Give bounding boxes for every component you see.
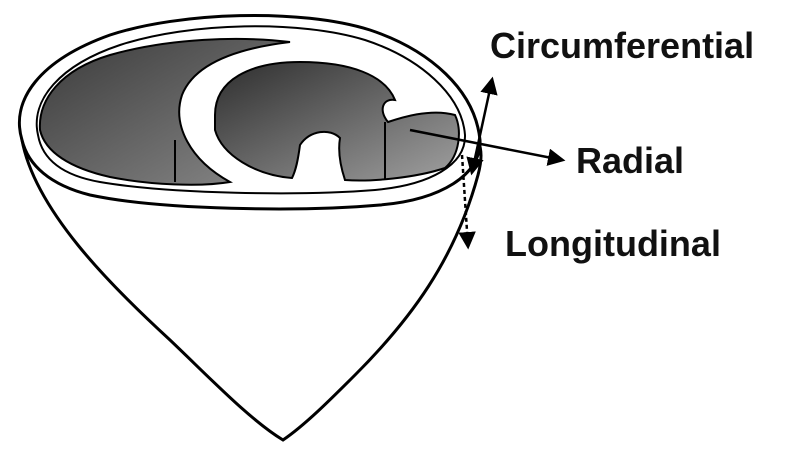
- longitudinal-label: Longitudinal: [505, 226, 721, 262]
- radial-label: Radial: [576, 143, 684, 179]
- circumferential-label: Circumferential: [490, 28, 754, 64]
